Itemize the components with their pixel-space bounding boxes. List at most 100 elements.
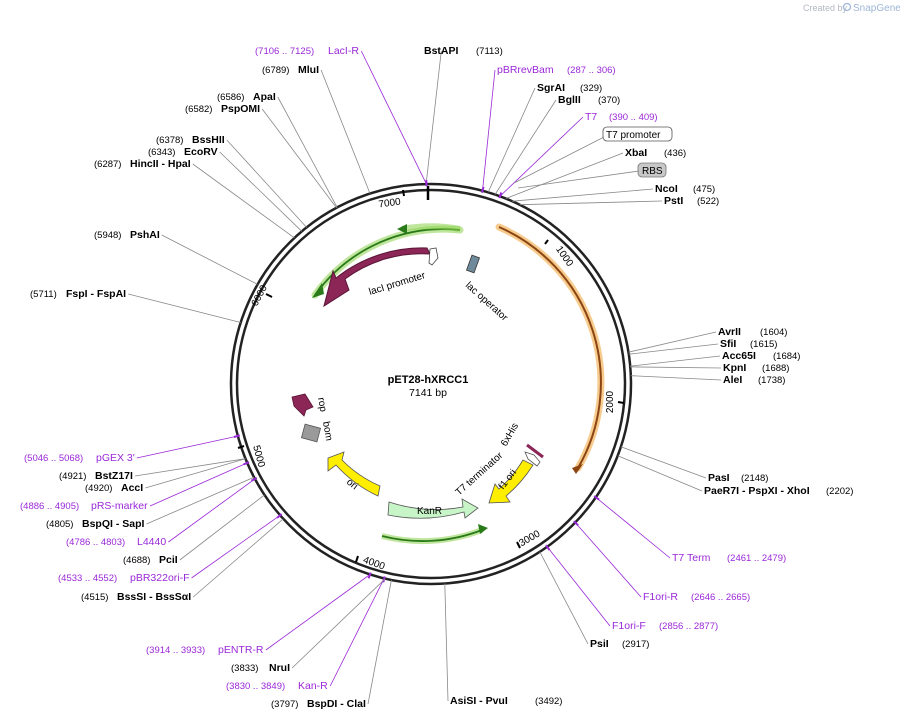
site-name-t7-term[interactable]: T7 Term — [672, 552, 711, 564]
leader-line-ncoi — [512, 188, 654, 202]
site-name-ecorv[interactable]: EcoRV — [184, 146, 218, 158]
site-name-pcii[interactable]: PciI — [159, 554, 178, 566]
rbs-box[interactable]: RBS — [637, 162, 667, 178]
site-pos-bsshii: (6378) — [156, 135, 183, 146]
backbone-inner-circle — [235, 188, 627, 580]
site-labels: (7106 .. 7125) LacI-R BstAPI (7113) (678… — [20, 45, 853, 710]
site-name-kpni[interactable]: KpnI — [723, 362, 746, 374]
site-name-psii[interactable]: PsiI — [590, 638, 609, 650]
ruler-label-2000: 2000 — [605, 390, 616, 413]
site-name-acc65i[interactable]: Acc65I — [722, 350, 756, 362]
site-name-hincii-hpai[interactable]: HincII - HpaI — [130, 158, 191, 170]
leader-line-sfii — [628, 343, 719, 355]
site-pos-alei: (1738) — [758, 375, 785, 386]
leader-line-pbrrevbam — [482, 69, 496, 191]
laci-orf-arc[interactable] — [311, 223, 464, 299]
site-name-bsssi[interactable]: BssSI - BssSαI — [117, 591, 191, 603]
leader-line-bsssi — [192, 518, 284, 598]
site-name-xbai[interactable]: XbaI — [625, 147, 647, 159]
f1-ori-arrow — [488, 459, 534, 504]
leader-line-acci — [145, 458, 246, 489]
site-pos-bspdi-clai: (3797) — [271, 699, 298, 710]
site-name-sgrai[interactable]: SgrAI — [537, 82, 565, 94]
ruler-label-6000: 6000 — [250, 283, 270, 308]
site-name-mlui[interactable]: MluI — [298, 64, 319, 76]
site-name-f1ori-r[interactable]: F1ori-R — [643, 591, 678, 603]
primer-binding-mark-pgex3 — [233, 434, 241, 438]
kanr-label: KanR — [417, 506, 442, 517]
site-name-bspdi-clai[interactable]: BspDI - ClaI — [307, 698, 366, 710]
site-name-bstapi[interactable]: BstAPI — [424, 45, 459, 57]
site-name-psp-omi[interactable]: PspOMI — [221, 103, 260, 115]
site-name-sfii[interactable]: SfiI — [720, 338, 736, 350]
site-pos-xbai: (436) — [664, 148, 686, 159]
site-name-pbrrevbam[interactable]: pBRrevBam — [497, 64, 554, 76]
site-pos-laci-r: (7106 .. 7125) — [255, 46, 314, 57]
site-name-nrui[interactable]: NruI — [269, 662, 290, 674]
site-name-bspqi-sapi[interactable]: BspQI - SapI — [82, 518, 145, 530]
site-pos-bstz17i: (4921) — [59, 471, 86, 482]
site-name-alei[interactable]: AleI — [723, 374, 742, 386]
leader-line-sgrai — [487, 87, 536, 193]
site-name-f1ori-f[interactable]: F1ori-F — [612, 620, 646, 632]
leader-line-pcii — [179, 494, 265, 561]
site-name-fspi-fspai[interactable]: FspI - FspAI — [66, 288, 126, 300]
lac-operator-label: lac operator — [463, 280, 510, 324]
leader-lines — [128, 50, 722, 705]
site-name-apai[interactable]: ApaI — [253, 91, 276, 103]
lac-operator-feature[interactable]: lac operator — [463, 254, 510, 324]
site-name-pbr322ori-f[interactable]: pBR322ori-F — [130, 572, 190, 584]
his-tag-mark — [526, 443, 544, 459]
his-tag-label: 6xHis — [499, 421, 521, 448]
primer-binding-mark-prs-marker — [243, 461, 250, 466]
site-pos-pshai: (5948) — [94, 230, 121, 241]
site-name-kan-r[interactable]: Kan-R — [298, 680, 328, 692]
leader-line-prs-marker — [149, 462, 248, 507]
site-pos-fspi-fspai: (5711) — [30, 289, 57, 300]
ruler-label-7000: 7000 — [378, 196, 402, 210]
site-name-pasi[interactable]: PasI — [708, 472, 730, 484]
his-tag-feature[interactable]: 6xHis — [499, 421, 544, 459]
site-name-asisi-pvui[interactable]: AsiSI - PvuI — [450, 695, 508, 707]
site-pos-acci: (4920) — [85, 483, 112, 494]
site-name-acci[interactable]: AccI — [121, 482, 143, 494]
site-name-pentr-r[interactable]: pENTR-R — [218, 644, 264, 656]
leader-line-psti — [519, 200, 663, 206]
bom-feature[interactable]: bom — [300, 421, 334, 443]
laci-promoter-arrow — [428, 247, 439, 266]
plasmid-name: pET28-hXRCC1 — [388, 374, 469, 386]
laci-feature[interactable]: lacI — [323, 247, 431, 308]
insert-arc[interactable] — [495, 223, 605, 474]
ruler-tick-2000 — [617, 401, 625, 404]
t7-promoter-box[interactable]: T7 promoter — [602, 126, 673, 142]
site-name-l4440[interactable]: L4440 — [137, 536, 166, 548]
ori-feature[interactable]: ori — [327, 451, 381, 497]
rbs-leader — [517, 170, 640, 189]
plasmid-length: 7141 bp — [409, 387, 447, 399]
site-name-pshai[interactable]: PshAI — [130, 229, 160, 241]
kanr-feature[interactable]: KanR — [387, 498, 479, 519]
site-name-ncoi[interactable]: NcoI — [655, 183, 678, 195]
rop-feature[interactable]: rop — [291, 393, 328, 417]
site-pos-mlui: (6789) — [262, 65, 289, 76]
site-name-psti[interactable]: PstI — [664, 195, 683, 207]
site-name-pgex3[interactable]: pGEX 3' — [96, 452, 135, 464]
leader-line-bspdi-clai — [367, 579, 392, 705]
leader-line-asisi-pvui — [444, 583, 449, 702]
site-name-bsshii[interactable]: BssHII — [192, 134, 225, 146]
lac-operator-box — [465, 254, 481, 274]
site-pos-hincii-hpai: (6287) — [94, 159, 121, 170]
primer-binding-mark-t7 — [498, 192, 503, 199]
leader-line-psii — [539, 551, 589, 645]
laci-label: lacI — [373, 263, 391, 278]
site-pos-t7-term: (2461 .. 2479) — [727, 553, 786, 564]
ruler-tick-7000 — [402, 189, 405, 197]
site-name-prs-marker[interactable]: pRS-marker — [91, 500, 148, 512]
site-name-laci-r[interactable]: LacI-R — [328, 45, 359, 57]
site-name-paer7i[interactable]: PaeR7I - PspXI - XhoI — [704, 485, 810, 497]
site-name-t7[interactable]: T7 — [585, 111, 597, 123]
ori-arrow — [327, 451, 381, 497]
site-name-avrii[interactable]: AvrII — [718, 326, 741, 338]
site-name-bstz17i[interactable]: BstZ17I — [95, 470, 133, 482]
site-name-bglii[interactable]: BglII — [558, 94, 581, 106]
